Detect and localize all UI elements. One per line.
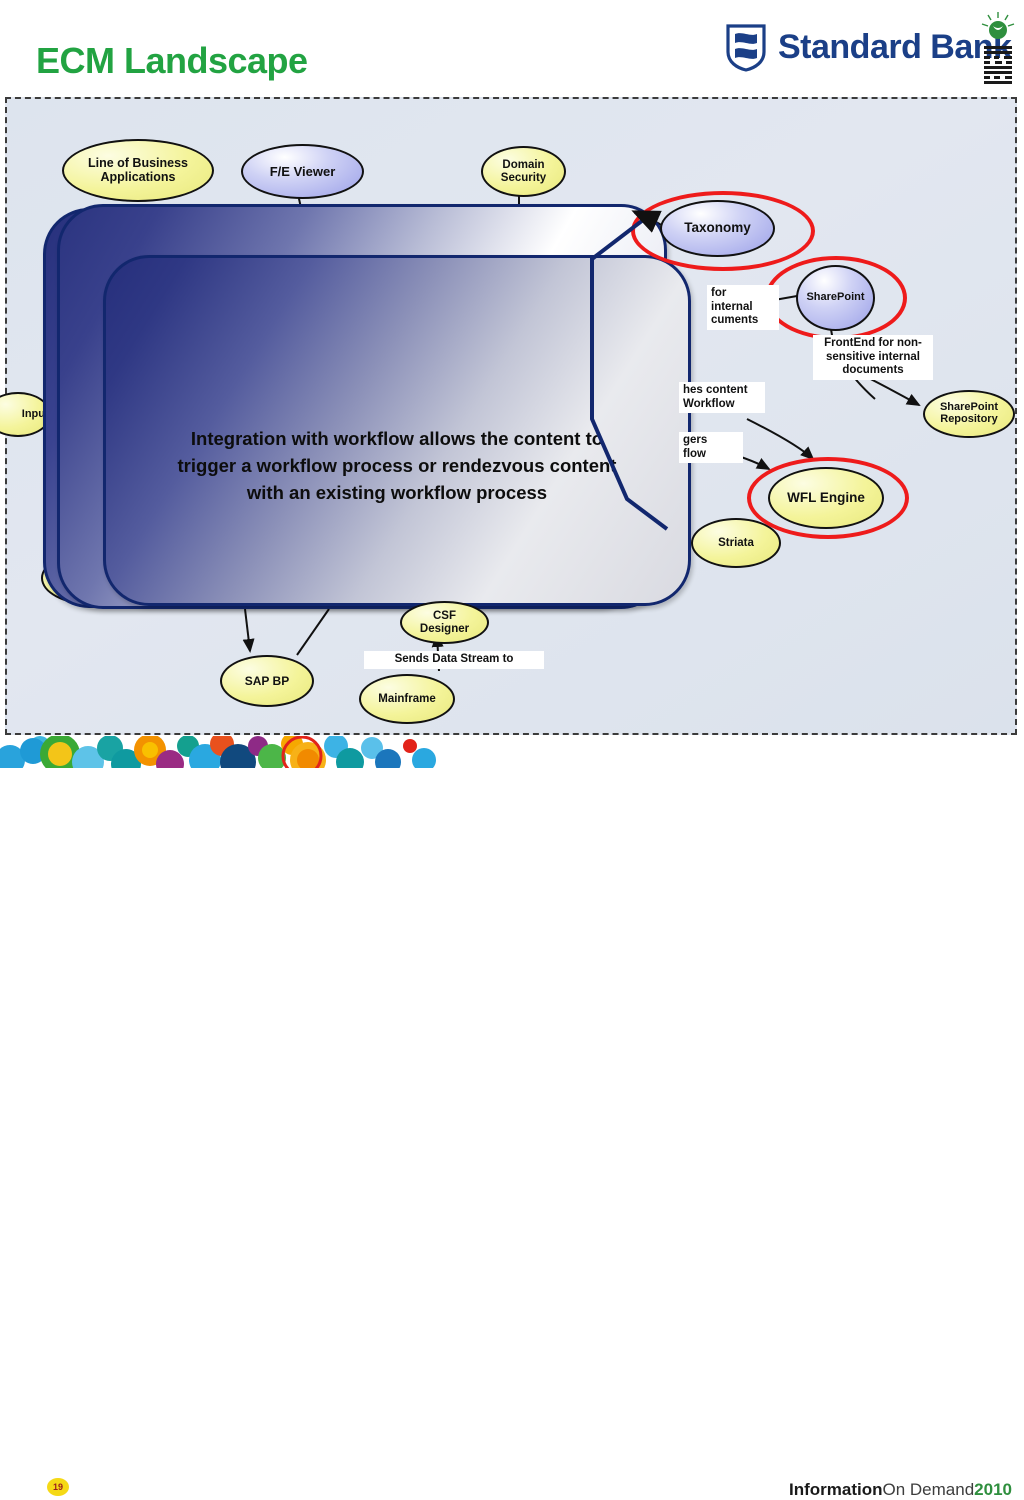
node-line-of-business[interactable]: Line of Business Applications: [62, 139, 214, 202]
node-label: SharePoint: [806, 291, 865, 304]
node-domain-security[interactable]: Domain Security: [481, 146, 566, 197]
slide-footer: 19 InformationOn Demand2010: [0, 736, 1024, 1499]
node-label: Inpu: [21, 407, 45, 420]
note-sends-data-stream: Sends Data Stream to: [364, 651, 544, 669]
standard-bank-logo: Standard Bank: [724, 22, 1012, 72]
node-mainframe[interactable]: Mainframe: [359, 674, 455, 724]
node-sharepoint-repository[interactable]: SharePoint Repository: [923, 390, 1015, 438]
note-triggers-workflow: gers flow: [679, 432, 743, 464]
node-sap-bp[interactable]: SAP BP: [220, 655, 314, 707]
node-label: Domain Security: [500, 159, 547, 184]
note-text: for internal cuments: [711, 287, 759, 327]
node-label: WFL Engine: [787, 489, 865, 505]
node-csf-designer[interactable]: CSF Designer: [400, 601, 489, 644]
node-label: Line of Business Applications: [87, 156, 189, 184]
diagram-canvas: Line of Business Applications F/E Viewer…: [0, 97, 1017, 735]
note-text: hes content Workflow: [683, 384, 748, 410]
node-label: SharePoint Repository: [939, 401, 999, 425]
note-sensitive-internal: for internal cuments: [707, 285, 779, 330]
node-label: Mainframe: [378, 692, 436, 705]
overlay-card-front[interactable]: Integration with workflow allows the con…: [103, 255, 691, 606]
note-text: gers flow: [683, 434, 708, 460]
wfl-highlight-ring: [747, 457, 909, 539]
page-title: ECM Landscape: [36, 40, 308, 81]
ibm-logo-icon: [981, 12, 1015, 84]
node-taxonomy[interactable]: Taxonomy: [660, 200, 775, 257]
iod-information: Information: [789, 1480, 883, 1499]
iod-ondemand: On Demand: [882, 1480, 975, 1499]
note-frontend-nonsensitive: FrontEnd for non- sensitive internal doc…: [813, 335, 933, 380]
standard-bank-wordmark: Standard Bank: [778, 27, 1012, 66]
node-label: Striata: [718, 536, 754, 549]
note-text: Sends Data Stream to: [394, 653, 514, 665]
slide-root: ECM Landscape Standard Bank: [0, 12, 1024, 1499]
standard-bank-shield-icon: [726, 24, 766, 72]
node-label: F/E Viewer: [269, 163, 336, 179]
node-wfl-engine[interactable]: WFL Engine: [768, 467, 884, 529]
note-matches-content: hes content Workflow: [679, 382, 765, 414]
node-fe-viewer[interactable]: F/E Viewer: [241, 144, 364, 199]
node-label: CSF Designer: [419, 610, 470, 635]
page-number-badge: 19: [47, 1478, 69, 1496]
node-striata[interactable]: Striata: [691, 518, 781, 568]
note-text: FrontEnd for non- sensitive internal doc…: [824, 337, 922, 377]
node-label: Taxonomy: [684, 220, 751, 236]
node-input-partial[interactable]: Inpu: [0, 392, 51, 437]
node-sharepoint[interactable]: SharePoint: [796, 265, 875, 331]
overlay-message: Integration with workflow allows the con…: [177, 428, 617, 503]
node-label: SAP BP: [244, 673, 290, 688]
iod-year: 2010: [974, 1480, 1012, 1499]
decorative-dots-graphic: [0, 736, 436, 768]
iod-brand: InformationOn Demand2010: [789, 1480, 1012, 1500]
